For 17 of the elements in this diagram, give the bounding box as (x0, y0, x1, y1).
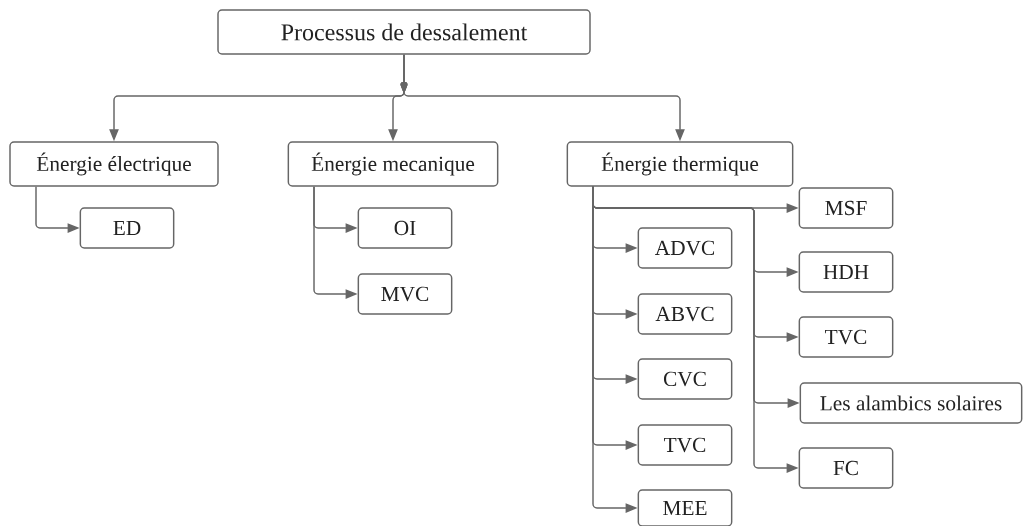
process-box: HDH (798, 251, 894, 293)
process-box: ADVC (637, 227, 733, 269)
process-box: TVC (798, 316, 894, 358)
process-box: MSF (798, 187, 894, 229)
process-box: CVC (637, 358, 733, 400)
process-box: TVC (637, 424, 733, 466)
process-box: Les alambics solaires (799, 382, 1023, 424)
process-box: Énergie mecanique (287, 141, 499, 187)
process-box: Énergie thermique (566, 141, 794, 187)
process-box: MEE (637, 489, 733, 526)
process-box: ABVC (637, 293, 733, 335)
process-box: Processus de dessalement (217, 9, 591, 55)
process-box: FC (798, 447, 894, 489)
process-box: OI (357, 207, 453, 249)
process-box: Énergie électrique (9, 141, 219, 187)
process-box: ED (79, 207, 175, 249)
process-box: MVC (357, 273, 453, 315)
